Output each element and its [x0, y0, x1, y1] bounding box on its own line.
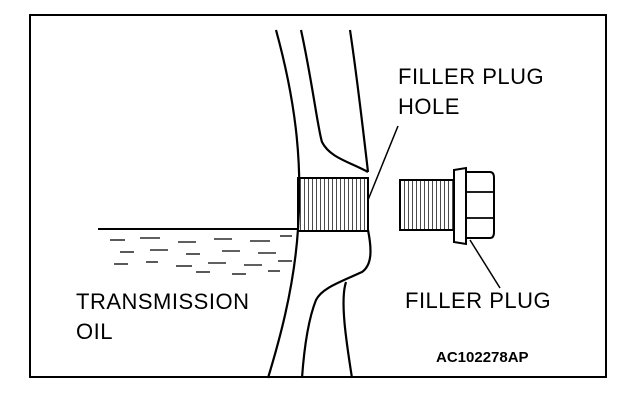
oil-texture	[110, 235, 292, 275]
figure-code: AC102278AP	[436, 349, 529, 366]
case-wall-left-outline	[266, 29, 301, 379]
case-wall-inner-lower	[300, 229, 372, 379]
filler-plug-drawing	[399, 166, 495, 246]
case-wall-inner-upper	[299, 29, 369, 173]
filler-plug-label: FILLER PLUG	[405, 288, 552, 313]
transmission-oil-label-line1: TRANSMISSION	[76, 289, 250, 314]
figure-frame	[29, 14, 607, 378]
transmission-oil-label-line2: OIL	[76, 319, 113, 344]
leader-line-filler-plug	[469, 239, 501, 289]
transmission-oil-label: TRANSMISSION OIL	[76, 287, 249, 347]
filler-plug-hole-label: FILLER PLUG HOLE	[398, 62, 544, 122]
leader-line-filler-plug-hole	[367, 125, 399, 201]
filler-plug-hole-label-line2: HOLE	[398, 94, 460, 119]
filler-plug-hole-thread	[297, 177, 369, 232]
filler-plug-hole-label-line1: FILLER PLUG	[398, 64, 545, 89]
